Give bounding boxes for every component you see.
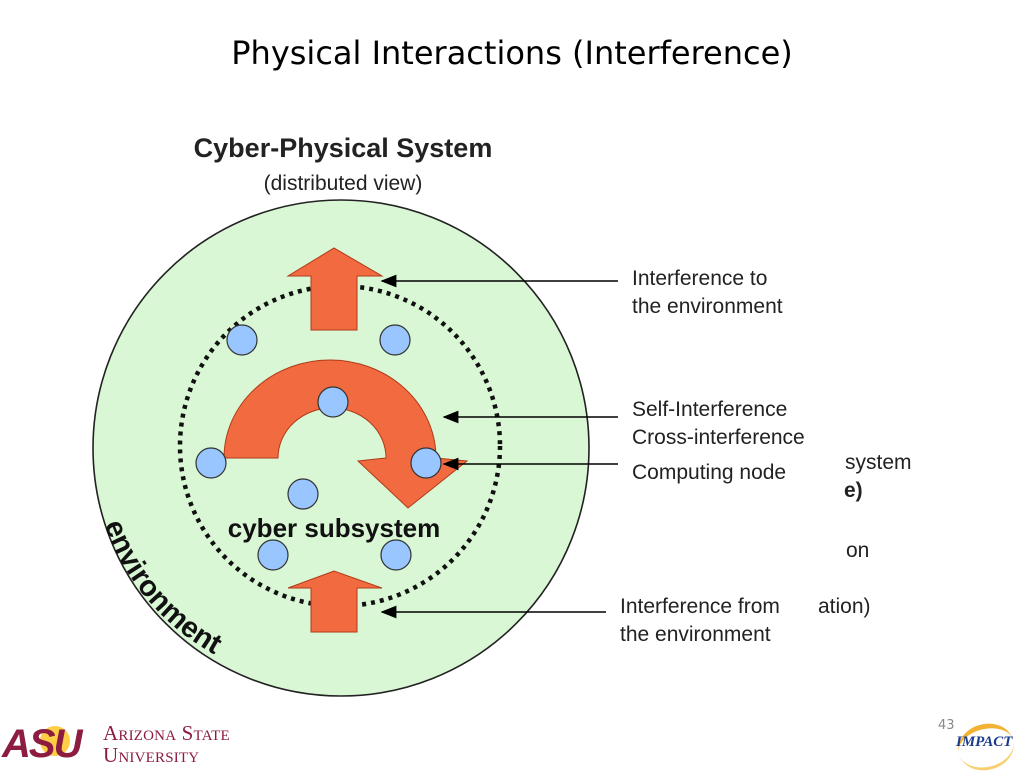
asu-mark: ASU bbox=[2, 722, 82, 766]
computing-node bbox=[410, 447, 442, 479]
callout-self-interference: Self-Interference bbox=[632, 398, 787, 421]
asu-name: Arizona State University bbox=[103, 722, 230, 766]
impact-logo: IMPACT bbox=[952, 717, 1020, 776]
partial-text-3: on bbox=[846, 539, 869, 562]
computing-node bbox=[317, 386, 349, 418]
computing-node bbox=[195, 447, 227, 479]
page-number: 43 bbox=[938, 718, 955, 733]
computing-node bbox=[257, 539, 289, 571]
callout-cross-interference: Cross-interference bbox=[632, 426, 805, 449]
asu-logo: ASU Arizona State University bbox=[0, 720, 270, 768]
self-interference-arrow bbox=[223, 359, 469, 509]
slide-title: Physical Interactions (Interference) bbox=[231, 34, 793, 72]
callout-to-env-line1: Interference to bbox=[632, 267, 767, 290]
computing-nodes bbox=[195, 324, 442, 571]
partial-text-1: system bbox=[845, 451, 912, 474]
callout-to-env-line2: the environment bbox=[632, 295, 783, 318]
interference-in-arrow bbox=[287, 570, 383, 633]
partial-text-4: ation) bbox=[818, 595, 871, 618]
diagram-heading: Cyber-Physical System bbox=[194, 133, 493, 163]
impact-text: IMPACT bbox=[956, 734, 1013, 750]
computing-node bbox=[226, 324, 258, 356]
partial-text-2: e) bbox=[844, 479, 863, 502]
asu-sun-icon bbox=[40, 726, 70, 756]
asu-name-line1: Arizona State bbox=[103, 721, 230, 745]
asu-name-line2: University bbox=[103, 743, 200, 767]
callout-from-env-line2: the environment bbox=[620, 623, 771, 646]
interference-out-arrow bbox=[286, 247, 384, 331]
cyber-subsystem-label: cyber subsystem bbox=[228, 513, 440, 543]
callout-from-env-line1: Interference from bbox=[620, 595, 780, 618]
computing-node bbox=[379, 324, 411, 356]
cyber-subsystem-boundary bbox=[177, 283, 503, 609]
callout-computing-node: Computing node bbox=[632, 461, 786, 484]
computing-node-label-bg bbox=[626, 454, 840, 488]
computing-node bbox=[380, 539, 412, 571]
environment-circle bbox=[92, 199, 590, 697]
computing-node bbox=[287, 478, 319, 510]
diagram-subheading: (distributed view) bbox=[264, 172, 423, 195]
